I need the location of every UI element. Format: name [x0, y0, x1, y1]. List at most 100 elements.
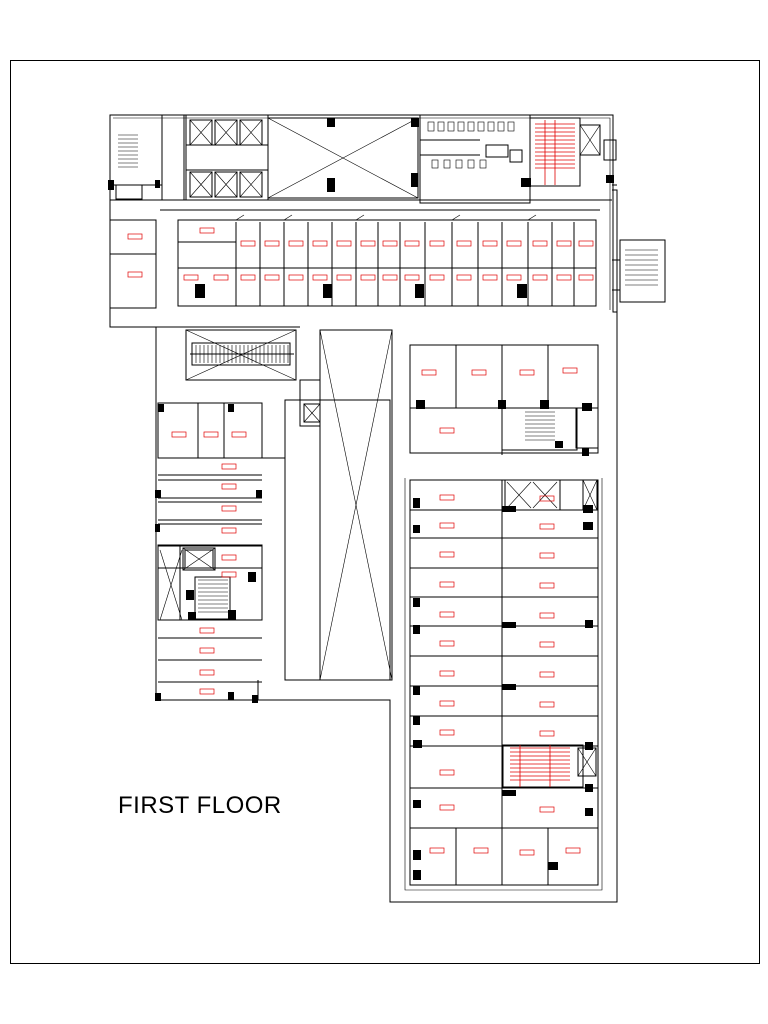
column — [413, 598, 420, 607]
wc — [467, 159, 475, 169]
room-tag — [404, 240, 420, 247]
door-swing — [235, 214, 245, 221]
column — [502, 684, 516, 690]
column — [256, 490, 262, 498]
void-cross — [532, 481, 558, 509]
room-tag — [439, 494, 455, 501]
room-tag — [539, 495, 555, 502]
column — [582, 448, 589, 456]
room-tag — [360, 274, 376, 281]
lift-car — [214, 171, 238, 198]
column — [195, 284, 205, 298]
void-cross — [159, 549, 183, 621]
room-tag — [456, 274, 472, 281]
drawing-frame — [10, 60, 760, 964]
wc — [437, 121, 445, 132]
wc — [427, 121, 435, 132]
room-tag — [127, 233, 143, 240]
wall-rect — [579, 124, 601, 156]
wc — [497, 121, 505, 132]
wc — [507, 121, 515, 132]
column — [158, 404, 164, 412]
room-tag — [439, 700, 455, 707]
escalator — [185, 329, 297, 381]
lift-car — [189, 171, 213, 198]
column — [413, 498, 420, 508]
room-tag — [556, 240, 572, 247]
room-tag — [221, 505, 237, 512]
column — [155, 490, 161, 498]
void-cross — [582, 479, 598, 511]
column — [502, 506, 516, 512]
wall-rect — [485, 144, 509, 158]
room-tag — [221, 483, 237, 490]
column — [413, 686, 420, 695]
room-tag — [471, 369, 487, 376]
room-tag — [539, 552, 555, 559]
column — [416, 400, 425, 409]
room-tag — [439, 611, 455, 618]
column — [582, 403, 592, 411]
void-cross — [214, 119, 238, 146]
room-tag — [539, 523, 555, 530]
room-tag — [539, 671, 555, 678]
void-cross — [185, 329, 297, 381]
column — [228, 610, 236, 620]
room-tag — [360, 240, 376, 247]
wall-outline — [113, 117, 611, 310]
room-tag — [199, 669, 215, 676]
room-tag — [439, 551, 455, 558]
column — [413, 525, 420, 533]
column — [186, 590, 194, 600]
room-tag — [439, 522, 455, 529]
void-cross — [267, 117, 419, 199]
room-tag — [171, 431, 187, 438]
walls — [109, 114, 666, 903]
room-tag — [203, 431, 219, 438]
column — [415, 284, 424, 298]
room-tag — [539, 582, 555, 589]
toilet-block — [419, 114, 531, 204]
wc — [467, 121, 475, 132]
wall-rect — [115, 184, 143, 200]
shop-block — [409, 479, 599, 886]
room-tag — [429, 274, 445, 281]
room-tag — [439, 804, 455, 811]
wc — [447, 121, 455, 132]
column — [502, 790, 516, 796]
room-tag — [539, 806, 555, 813]
room-tag — [199, 647, 215, 654]
column — [413, 625, 420, 634]
column — [228, 404, 234, 412]
room-tag — [539, 701, 555, 708]
room-tag — [240, 274, 256, 281]
void-cross — [189, 171, 213, 198]
room-tag — [482, 274, 498, 281]
room-tag — [532, 274, 548, 281]
void-cross — [239, 171, 263, 198]
column — [521, 178, 531, 187]
room-tag — [556, 274, 572, 281]
room-tag — [456, 240, 472, 247]
room-tag — [439, 670, 455, 677]
wall-rect — [182, 547, 216, 571]
room-tag — [439, 729, 455, 736]
wall-rect — [299, 379, 321, 427]
detail-lines — [113, 117, 658, 891]
column — [155, 693, 161, 701]
room-tag — [221, 463, 237, 470]
room-tag — [183, 274, 199, 281]
column — [252, 695, 258, 703]
room-tag — [213, 274, 229, 281]
column — [585, 808, 593, 816]
red-stair-detail — [510, 120, 575, 787]
room-tag — [506, 240, 522, 247]
room-tag — [404, 274, 420, 281]
column — [583, 505, 593, 513]
stair-core — [502, 744, 584, 788]
column — [502, 622, 516, 628]
room-tag — [382, 240, 398, 247]
void-cross — [579, 124, 601, 156]
column — [517, 284, 527, 298]
room-tag — [288, 240, 304, 247]
